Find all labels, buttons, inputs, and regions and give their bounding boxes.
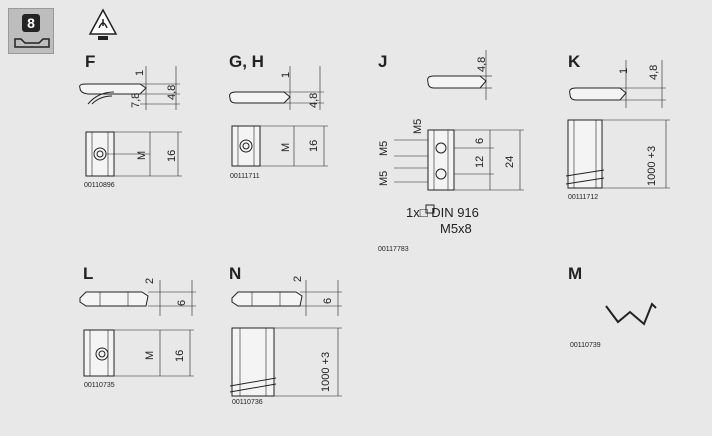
section-badge: 8 — [8, 8, 54, 54]
dim-f-1: 1 — [134, 69, 146, 76]
dim-l-m: M — [144, 350, 156, 360]
dim-k-48: 4,8 — [648, 64, 660, 80]
drawing-k — [565, 60, 670, 189]
dim-j-24: 24 — [504, 155, 516, 168]
drawing-n — [229, 280, 342, 397]
drawing-gh — [229, 66, 328, 167]
drawing-f — [79, 66, 182, 177]
article-code-n: 00110736 — [232, 399, 263, 406]
part-letter-j: J — [378, 52, 388, 71]
dim-n-2: 2 — [292, 275, 304, 282]
article-code-j: 00117783 — [378, 246, 409, 253]
dim-j-48: 4,8 — [476, 56, 488, 72]
dim-k-1000: 1000 +3 — [646, 145, 658, 186]
dim-f-m: M — [136, 150, 148, 160]
drawing-j — [394, 50, 524, 214]
part-letter-n: N — [229, 264, 242, 283]
dim-j-m5-c: M5 — [412, 118, 424, 134]
dim-gh-16: 16 — [308, 139, 320, 152]
dim-j-6: 6 — [474, 137, 486, 144]
dim-l-16: 16 — [174, 349, 186, 362]
section-number: 8 — [22, 14, 40, 32]
dim-k-1: 1 — [618, 67, 630, 74]
dim-gh-48: 4,8 — [308, 92, 320, 108]
dim-l-6: 6 — [176, 299, 188, 306]
article-code-l: 00110735 — [84, 382, 115, 389]
article-code-f: 00110896 — [84, 182, 115, 189]
part-letter-k: K — [568, 52, 581, 71]
note-j-line2: M5x8 — [440, 221, 472, 236]
note-j-line1: 1x□ DIN 916 — [406, 205, 479, 220]
dim-l-2: 2 — [144, 277, 156, 284]
dim-f-48: 4,8 — [166, 84, 178, 100]
dim-f-16: 16 — [166, 149, 178, 162]
dim-j-m5-b: M5 — [378, 170, 390, 186]
drawing-l — [79, 280, 196, 377]
esd-warning-icon — [88, 8, 118, 40]
dim-gh-m: M — [280, 142, 292, 152]
dim-j-12: 12 — [474, 155, 486, 168]
part-letter-l: L — [83, 264, 94, 283]
dim-n-6: 6 — [322, 297, 334, 304]
dim-n-1000: 1000 +3 — [320, 351, 332, 392]
article-code-gh: 00111711 — [230, 173, 260, 180]
dim-j-m5-a: M5 — [378, 140, 390, 156]
article-code-k: 00111712 — [568, 194, 599, 201]
dim-gh-1: 1 — [280, 71, 292, 78]
part-letter-m: M — [568, 264, 583, 283]
dim-f-78: 7,8 — [130, 92, 142, 108]
article-code-m: 00110739 — [570, 342, 601, 349]
profile-slot-icon — [14, 38, 50, 48]
drawing-m — [605, 302, 657, 326]
part-letter-gh: G, H — [229, 52, 264, 71]
part-letter-f: F — [85, 52, 96, 71]
